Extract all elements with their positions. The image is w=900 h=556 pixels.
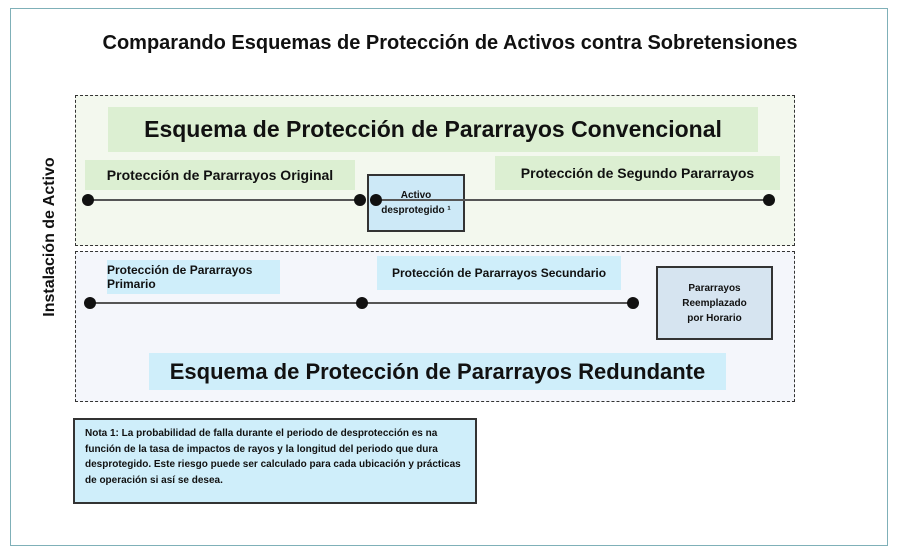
second-protection-label: Protección de Segundo Pararrayos [495,156,780,190]
timeline-dot [356,297,368,309]
replacement-line1: Pararrayos [688,282,741,294]
timeline-dot [763,194,775,206]
replacement-line2: Reemplazado [682,297,747,309]
scheduled-replacement-box: Pararrayos Reemplazado por Horario [656,266,773,340]
outer-frame [10,8,888,546]
diagram-title: Comparando Esquemas de Protección de Act… [102,32,798,54]
timeline-dot [354,194,366,206]
replacement-line3: por Horario [687,312,742,324]
redundant-heading: Esquema de Protección de Pararrayos Redu… [149,353,726,390]
timeline-dot [82,194,94,206]
unprotected-asset-box: Activo desprotegido ¹ [367,174,465,232]
secondary-protection-label: Protección de Pararrayos Secundario [377,256,621,290]
timeline-dot [627,297,639,309]
second-protection-line [376,199,769,201]
footnote-box: Nota 1: La probabilidad de falla durante… [73,418,477,504]
original-protection-label: Protección de Pararrayos Original [85,160,355,190]
conventional-heading: Esquema de Protección de Pararrayos Conv… [108,107,758,152]
original-protection-line [88,199,360,201]
timeline-dot [84,297,96,309]
unprotected-line1: Activo [400,190,432,201]
unprotected-line2: desprotegido ¹ [381,205,451,216]
timeline-dot [370,194,382,206]
side-label: Instalación de Activo [41,157,58,317]
primary-protection-label: Protección de Pararrayos Primario [107,260,280,294]
